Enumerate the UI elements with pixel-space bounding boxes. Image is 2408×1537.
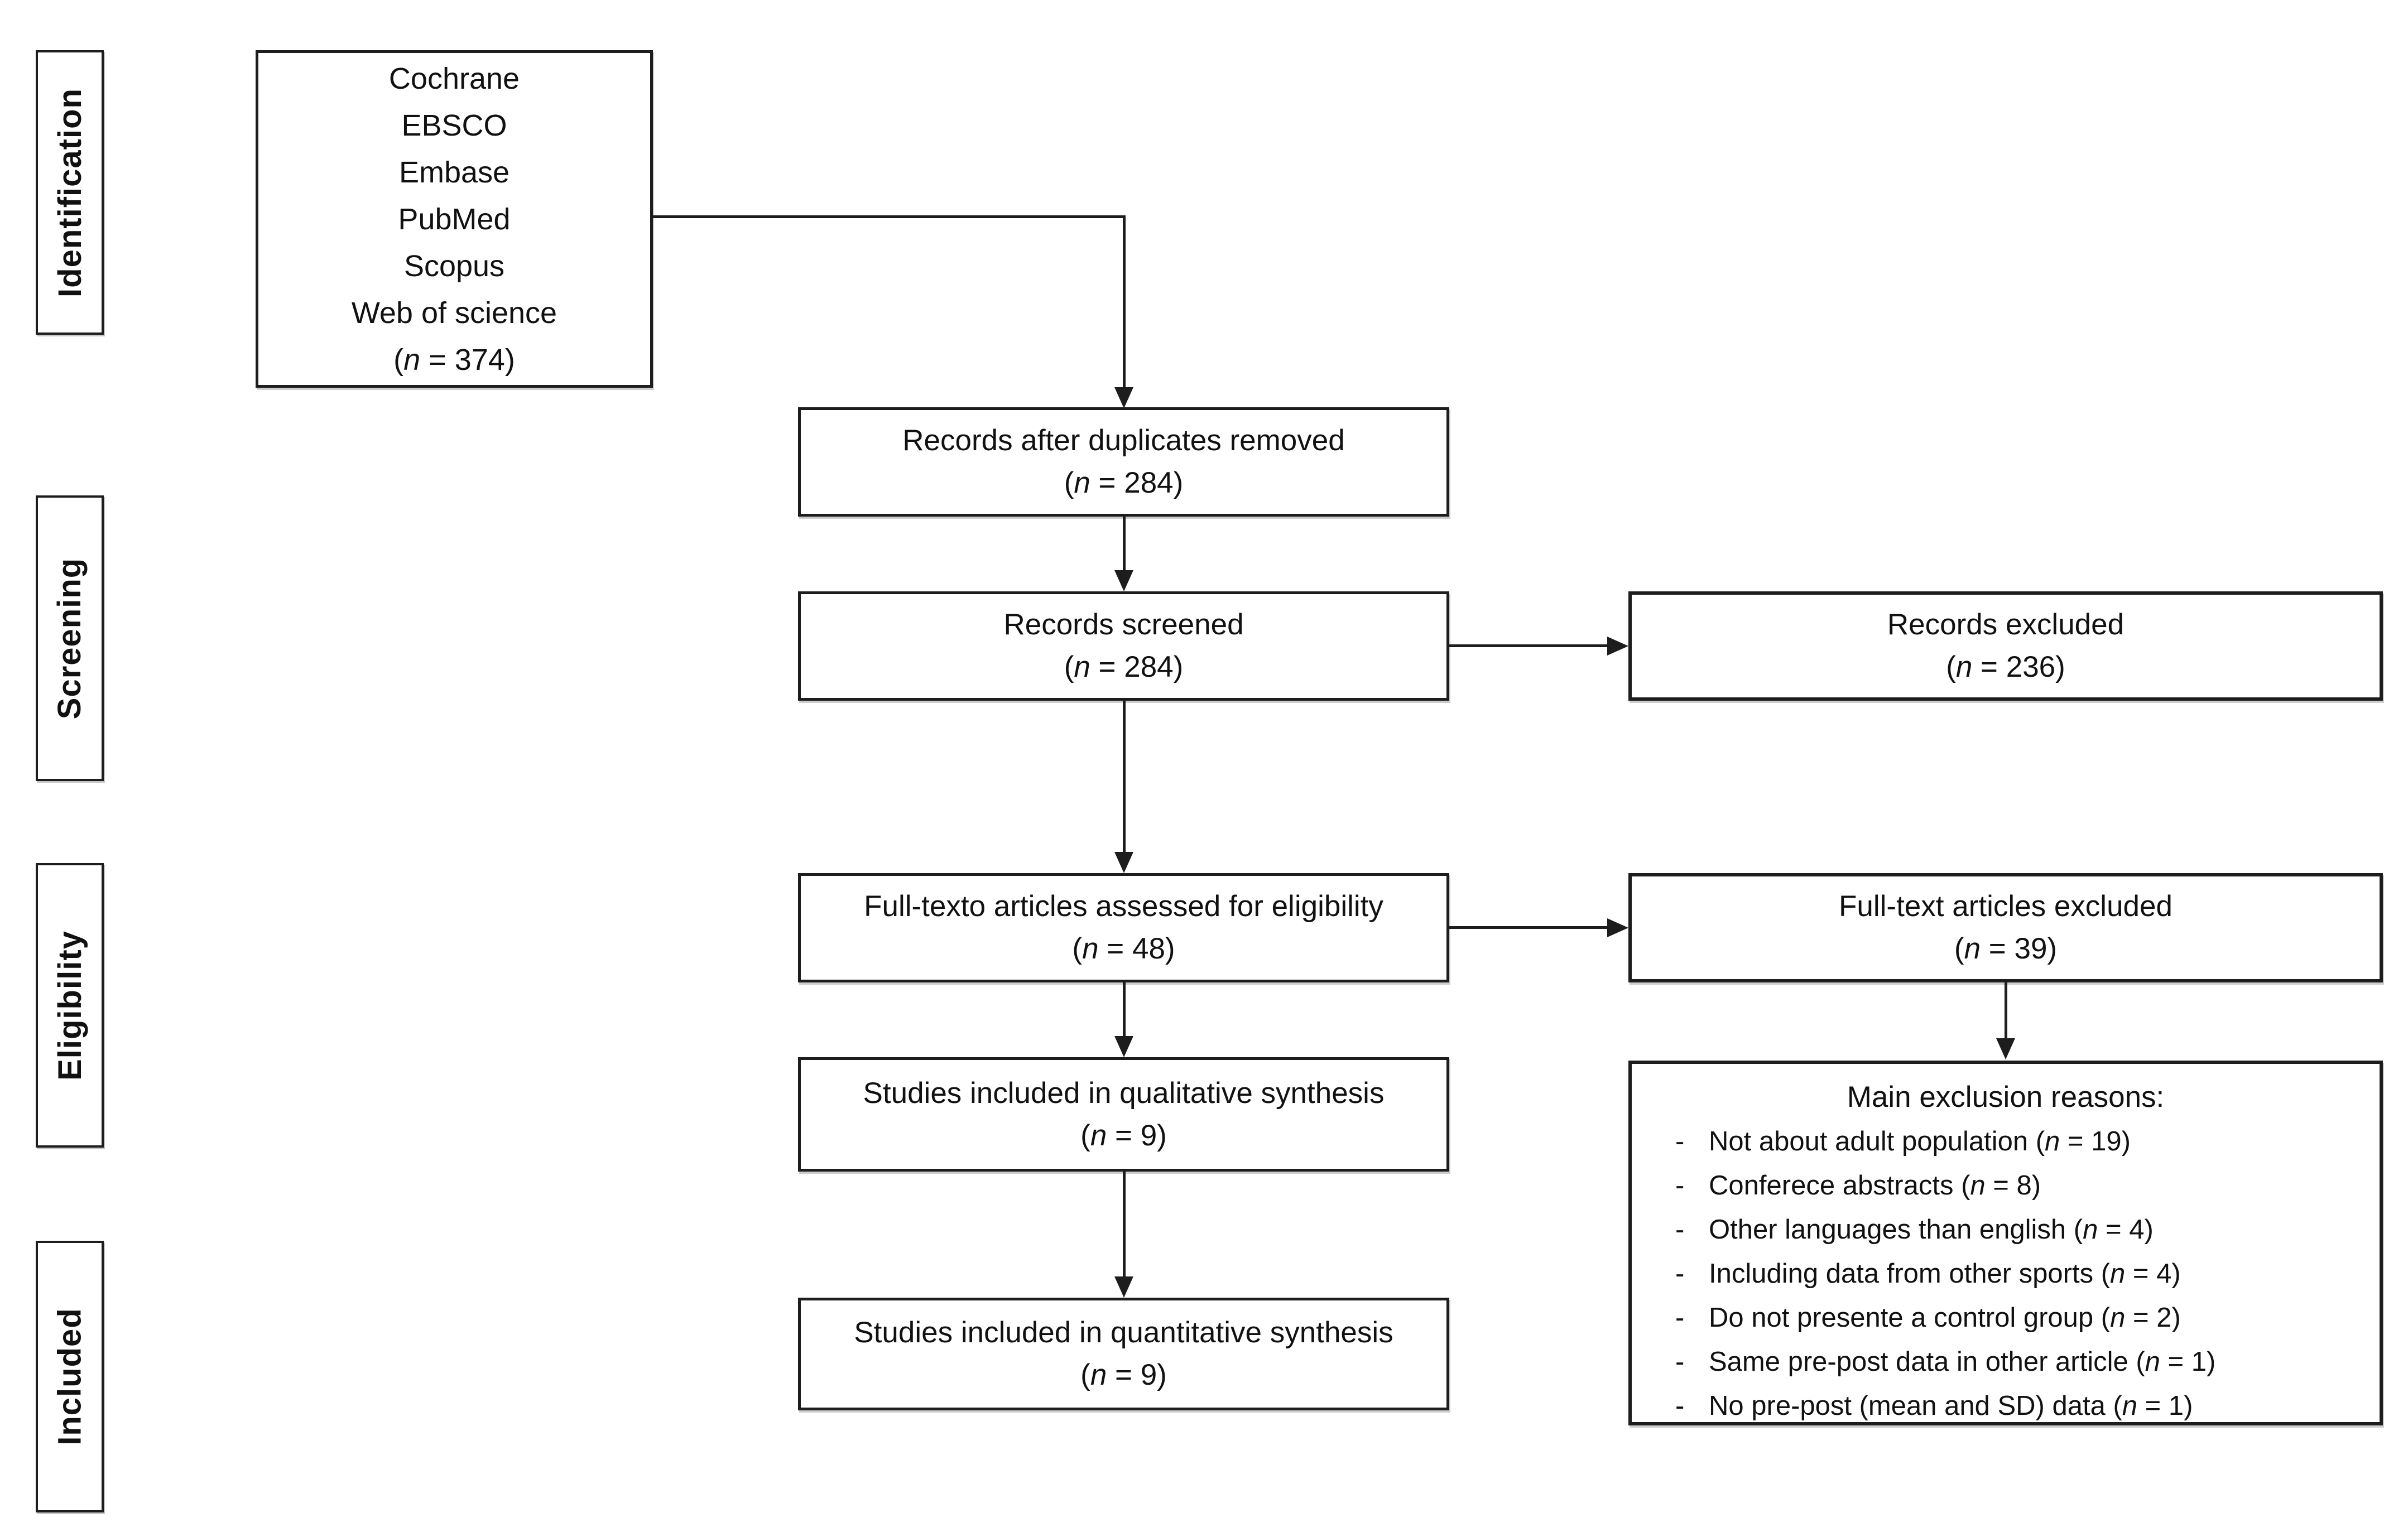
box-title: Records after duplicates removed bbox=[902, 424, 1345, 457]
box-fulltext-assessed: Full-texto articles assessed for eligibi… bbox=[798, 873, 1449, 982]
database-name: Web of science bbox=[351, 296, 557, 330]
box-duplicates-removed: Records after duplicates removed (n = 28… bbox=[798, 407, 1449, 517]
database-name: PubMed bbox=[398, 202, 511, 236]
stage-eligibility-label: Eligibility bbox=[51, 930, 88, 1081]
box-title: Studies included in quantitative synthes… bbox=[854, 1316, 1393, 1349]
connector-screened-to-excluded bbox=[1449, 644, 1609, 647]
arrowhead-to-records-screened bbox=[1114, 570, 1133, 591]
box-records-screened: Records screened (n = 284) bbox=[798, 591, 1449, 701]
records-count: (n = 284) bbox=[1064, 466, 1184, 499]
exclusion-reason-text: Not about adult population (n = 19) bbox=[1709, 1126, 2131, 1157]
connector-screened-to-assessed bbox=[1123, 701, 1126, 854]
connector-assessed-to-ft-excluded bbox=[1449, 926, 1609, 929]
connector-duplicates-to-screened bbox=[1123, 517, 1126, 572]
arrowhead-to-duplicates-removed bbox=[1114, 387, 1133, 408]
connector-qualitative-to-quantitative bbox=[1123, 1172, 1126, 1279]
bullet-dash: - bbox=[1675, 1170, 1685, 1201]
box-databases: Cochrane EBSCO Embase PubMed Scopus Web … bbox=[256, 50, 653, 388]
exclusion-reason-text: Same pre-post data in other article (n =… bbox=[1709, 1347, 2216, 1377]
exclusion-reason-item: - Other languages than english (n = 4) bbox=[1648, 1208, 2363, 1252]
arrowhead-to-qualitative bbox=[1114, 1036, 1133, 1057]
arrowhead-to-exclusion-reasons bbox=[1996, 1038, 2015, 1059]
arrowhead-to-records-excluded bbox=[1607, 637, 1628, 656]
exclusion-reason-item: - Do not presente a control group (n = 2… bbox=[1648, 1296, 2363, 1340]
bullet-dash: - bbox=[1675, 1259, 1685, 1289]
exclusion-reason-text: Conferece abstracts (n = 8) bbox=[1709, 1170, 2041, 1201]
database-name: EBSCO bbox=[401, 108, 507, 142]
exclusion-reason-item: - No pre-post (mean and SD) data (n = 1) bbox=[1648, 1384, 2363, 1428]
box-title: Records excluded bbox=[1887, 608, 2125, 641]
stage-eligibility: Eligibility bbox=[36, 863, 104, 1148]
box-fulltext-excluded: Full-text articles excluded (n = 39) bbox=[1628, 873, 2383, 982]
exclusion-reason-text: Do not presente a control group (n = 2) bbox=[1709, 1303, 2181, 1333]
box-qualitative-synthesis: Studies included in qualitative synthesi… bbox=[798, 1057, 1449, 1172]
stage-included-label: Included bbox=[51, 1308, 88, 1446]
exclusion-reason-item: - Including data from other sports (n = … bbox=[1648, 1252, 2363, 1296]
connector-assessed-to-qualitative bbox=[1123, 982, 1126, 1038]
records-count: (n = 374) bbox=[393, 343, 515, 377]
database-name: Scopus bbox=[403, 249, 505, 283]
box-records-excluded: Records excluded (n = 236) bbox=[1628, 591, 2383, 701]
box-title: Full-text articles excluded bbox=[1839, 890, 2173, 923]
records-count: (n = 236) bbox=[1946, 651, 2065, 683]
records-count: (n = 9) bbox=[1080, 1358, 1167, 1391]
exclusion-reason-item: - Same pre-post data in other article (n… bbox=[1648, 1340, 2363, 1384]
box-title: Full-texto articles assessed for eligibi… bbox=[864, 890, 1383, 923]
connector-databases-elbow-horizontal bbox=[653, 215, 1125, 218]
arrowhead-to-quantitative bbox=[1114, 1276, 1133, 1298]
box-exclusion-reasons: Main exclusion reasons: - Not about adul… bbox=[1628, 1061, 2383, 1425]
box-title: Studies included in qualitative synthesi… bbox=[863, 1076, 1385, 1110]
box-quantitative-synthesis: Studies included in quantitative synthes… bbox=[798, 1298, 1449, 1410]
exclusion-reason-text: No pre-post (mean and SD) data (n = 1) bbox=[1709, 1391, 2193, 1421]
arrowhead-to-fulltext-excluded bbox=[1607, 918, 1628, 937]
bullet-dash: - bbox=[1675, 1347, 1685, 1377]
records-count: (n = 9) bbox=[1080, 1119, 1167, 1152]
exclusion-reason-text: Including data from other sports (n = 4) bbox=[1709, 1259, 2181, 1289]
bullet-dash: - bbox=[1675, 1391, 1685, 1421]
records-count: (n = 39) bbox=[1954, 932, 2058, 965]
stage-included: Included bbox=[36, 1241, 104, 1512]
database-name: Embase bbox=[398, 155, 510, 189]
box-title: Records screened bbox=[1003, 608, 1244, 641]
stage-screening-label: Screening bbox=[51, 557, 88, 719]
exclusion-reason-text: Other languages than english (n = 4) bbox=[1709, 1215, 2154, 1245]
bullet-dash: - bbox=[1675, 1215, 1685, 1245]
connector-ft-excluded-to-reasons bbox=[2005, 982, 2007, 1040]
records-count: (n = 48) bbox=[1072, 932, 1175, 965]
connector-databases-elbow-vertical bbox=[1123, 215, 1126, 387]
database-name: Cochrane bbox=[388, 61, 520, 95]
records-count: (n = 284) bbox=[1064, 651, 1184, 683]
exclusion-reason-item: - Conferece abstracts (n = 8) bbox=[1648, 1164, 2363, 1208]
box-title: Main exclusion reasons: bbox=[1847, 1081, 2165, 1114]
bullet-dash: - bbox=[1675, 1303, 1685, 1333]
stage-identification: Identification bbox=[36, 50, 104, 335]
exclusion-reason-item: - Not about adult population (n = 19) bbox=[1648, 1120, 2363, 1164]
stage-screening: Screening bbox=[36, 495, 104, 781]
stage-identification-label: Identification bbox=[51, 88, 88, 297]
arrowhead-to-fulltext-assessed bbox=[1114, 852, 1133, 873]
bullet-dash: - bbox=[1675, 1126, 1685, 1157]
